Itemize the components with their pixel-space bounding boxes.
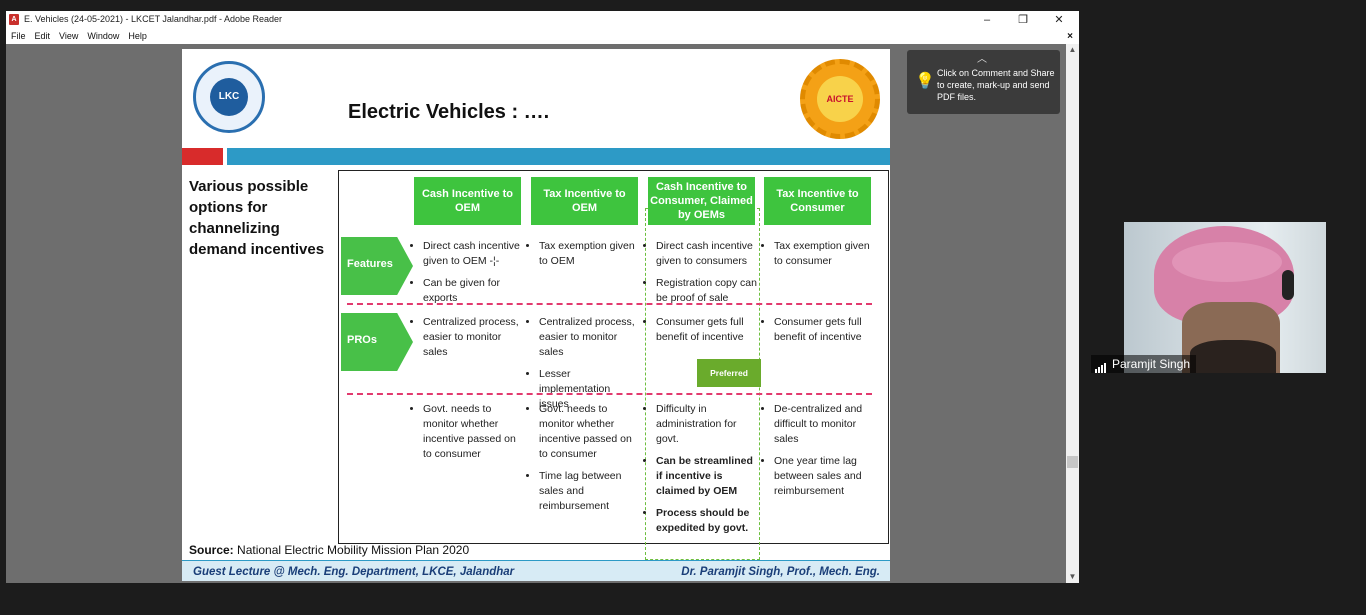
scroll-up-arrow-icon[interactable]: ▲ bbox=[1068, 45, 1077, 54]
vertical-scrollbar[interactable]: ▲ ▼ bbox=[1066, 44, 1079, 583]
table-cell: Govt. needs to monitor whether incentive… bbox=[529, 402, 641, 521]
slide-title: Electric Vehicles : …. bbox=[348, 101, 550, 123]
list-item: Consumer gets full benefit of incentive bbox=[656, 315, 758, 345]
table-cell: Direct cash incentive given to OEM -¦- C… bbox=[413, 239, 525, 313]
slide-footer: Guest Lecture @ Mech. Eng. Department, L… bbox=[182, 560, 890, 581]
list-item: Govt. needs to monitor whether incentive… bbox=[423, 402, 525, 462]
scroll-thumb[interactable] bbox=[1067, 456, 1078, 468]
lkc-logo-text: LKC bbox=[210, 78, 248, 116]
table-cell: Tax exemption given to OEM bbox=[529, 239, 641, 276]
aicte-logo-text: AICTE bbox=[817, 76, 863, 122]
menu-edit[interactable]: Edit bbox=[34, 31, 51, 41]
row-divider bbox=[347, 303, 872, 305]
title-bar: A E. Vehicles (24-05-2021) - LKCET Jalan… bbox=[6, 11, 1079, 29]
maximize-button[interactable]: ❐ bbox=[1018, 14, 1028, 26]
list-item: Consumer gets full benefit of incentive bbox=[774, 315, 879, 345]
lightbulb-icon: 💡 bbox=[915, 73, 935, 90]
source-note: Source: National Electric Mobility Missi… bbox=[189, 543, 469, 557]
window-title: E. Vehicles (24-05-2021) - LKCET Jalandh… bbox=[24, 14, 282, 24]
minimize-button[interactable]: – bbox=[983, 14, 991, 26]
list-item: Centralized process, easier to monitor s… bbox=[539, 315, 641, 360]
table-cell: Direct cash incentive given to consumers… bbox=[646, 239, 758, 313]
list-item: Difficulty in administration for govt. bbox=[656, 402, 758, 447]
close-button[interactable]: ✕ bbox=[1054, 14, 1064, 26]
header-band-red bbox=[182, 148, 223, 165]
column-header: Cash Incentive to Consumer, Claimed by O… bbox=[648, 177, 755, 225]
list-item: Tax exemption given to consumer bbox=[774, 239, 879, 269]
menu-bar: File Edit View Window Help × bbox=[6, 29, 1079, 44]
list-item: Centralized process, easier to monitor s… bbox=[423, 315, 525, 360]
pdf-page: LKC Electric Vehicles : …. AICTE Various… bbox=[182, 49, 890, 581]
document-close-button[interactable]: × bbox=[1067, 31, 1073, 42]
list-item: Lesser implementation issues bbox=[539, 367, 641, 412]
participant-name: Paramjit Singh bbox=[1112, 357, 1191, 371]
list-item: Govt. needs to monitor whether incentive… bbox=[539, 402, 641, 462]
footer-right-text: Dr. Paramjit Singh, Prof., Mech. Eng. bbox=[681, 566, 880, 578]
video-person-beard bbox=[1190, 340, 1276, 373]
list-item: Time lag between sales and reimbursement bbox=[539, 469, 641, 514]
scroll-down-arrow-icon[interactable]: ▼ bbox=[1068, 572, 1077, 581]
table-cell: Centralized process, easier to monitor s… bbox=[413, 315, 525, 367]
menu-help[interactable]: Help bbox=[128, 31, 147, 41]
list-item: De-centralized and difficult to monitor … bbox=[774, 402, 879, 447]
list-item: Can be streamlined if incentive is claim… bbox=[656, 454, 758, 499]
table-cell: Difficulty in administration for govt. C… bbox=[646, 402, 758, 543]
source-text: National Electric Mobility Mission Plan … bbox=[233, 543, 470, 557]
list-item: Direct cash incentive given to consumers bbox=[656, 239, 758, 269]
tooltip-text: Click on Comment and Share to create, ma… bbox=[937, 68, 1055, 102]
table-cell: Consumer gets full benefit of incentive bbox=[764, 315, 879, 352]
list-item: Process should be expedited by govt. bbox=[656, 506, 758, 536]
lkc-logo: LKC bbox=[193, 61, 265, 133]
table-cell: Centralized process, easier to monitor s… bbox=[529, 315, 641, 419]
table-cell: Consumer gets full benefit of incentive bbox=[646, 315, 758, 352]
column-header: Tax Incentive to Consumer bbox=[764, 177, 871, 225]
source-label: Source: bbox=[189, 543, 234, 557]
list-item: Registration copy can be proof of sale bbox=[656, 276, 758, 306]
signal-bars-icon bbox=[1095, 355, 1107, 373]
left-heading: Various possible options for channelizin… bbox=[189, 178, 325, 258]
table-cell: Govt. needs to monitor whether incentive… bbox=[413, 402, 525, 469]
pdf-file-icon: A bbox=[9, 14, 19, 25]
column-header: Tax Incentive to OEM bbox=[531, 177, 638, 225]
table-cell: De-centralized and difficult to monitor … bbox=[764, 402, 879, 506]
list-item: Tax exemption given to OEM bbox=[539, 239, 641, 269]
list-item: One year time lag between sales and reim… bbox=[774, 454, 879, 499]
participant-video[interactable] bbox=[1124, 222, 1326, 373]
menu-view[interactable]: View bbox=[59, 31, 79, 41]
list-item: Direct cash incentive given to OEM -¦- bbox=[423, 239, 525, 269]
participant-name-label: Paramjit Singh bbox=[1091, 355, 1197, 373]
row-label-pros: PROs bbox=[341, 313, 413, 371]
chevron-up-icon[interactable]: ︿ bbox=[977, 54, 987, 65]
menu-window[interactable]: Window bbox=[87, 31, 120, 41]
column-header: Cash Incentive to OEM bbox=[414, 177, 521, 225]
list-item: Can be given for exports bbox=[423, 276, 525, 306]
menu-file[interactable]: File bbox=[11, 31, 26, 41]
table-cell: Tax exemption given to consumer bbox=[764, 239, 879, 276]
incentive-comparison-table: Cash Incentive to OEM Tax Incentive to O… bbox=[338, 170, 889, 560]
footer-left-text: Guest Lecture @ Mech. Eng. Department, L… bbox=[193, 566, 515, 578]
video-person-turban-fold bbox=[1172, 242, 1282, 282]
row-divider bbox=[347, 393, 872, 395]
headset-icon bbox=[1282, 270, 1294, 300]
comment-share-tooltip[interactable]: ︿ 💡 Click on Comment and Share to create… bbox=[907, 50, 1060, 114]
header-band-blue bbox=[227, 148, 890, 165]
preferred-option-badge: Preferred option bbox=[697, 359, 761, 406]
aicte-logo: AICTE bbox=[800, 59, 880, 139]
row-label-features: Features bbox=[341, 237, 413, 295]
